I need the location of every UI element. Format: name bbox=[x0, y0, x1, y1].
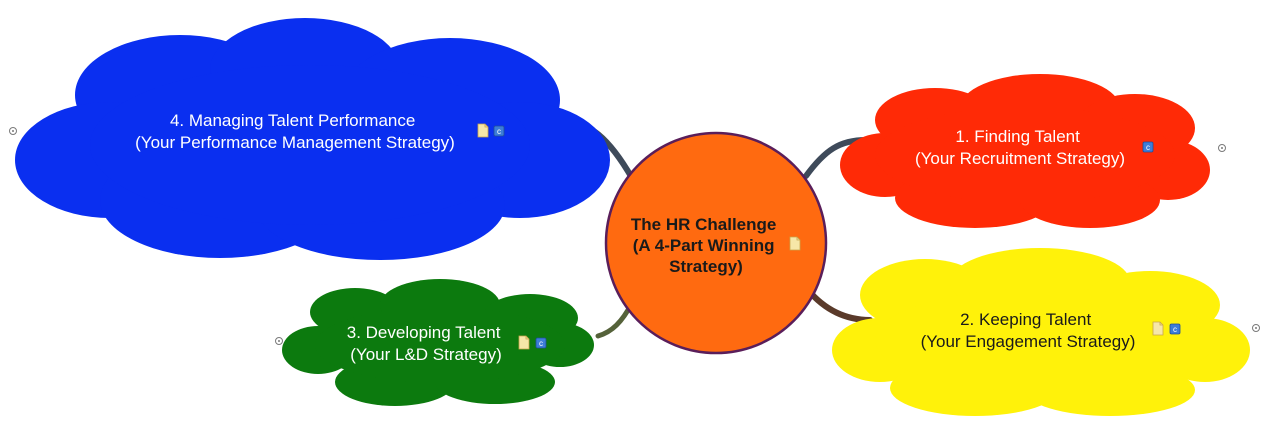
topic-managing-line-2: (Your Performance Management Strategy) bbox=[135, 133, 455, 152]
topic-finding-line-1: 1. Finding Talent bbox=[955, 127, 1080, 146]
topic-developing-text: 3. Developing Talent (Your L&D Strategy) bbox=[347, 323, 505, 364]
link-icon[interactable] bbox=[1169, 323, 1181, 335]
topic-finding-line-2: (Your Recruitment Strategy) bbox=[915, 149, 1125, 168]
topic-managing-talent[interactable]: 4. Managing Talent Performance (Your Per… bbox=[15, 18, 610, 260]
cloud-shape-developing bbox=[282, 279, 594, 406]
cloud-shape-finding bbox=[840, 74, 1210, 228]
cloud-shape-keeping bbox=[832, 248, 1250, 416]
central-topic-line-1: The HR Challenge bbox=[631, 215, 776, 234]
topic-developing-line-2: (Your L&D Strategy) bbox=[350, 345, 502, 364]
topic-keeping-line-1: 2. Keeping Talent bbox=[960, 310, 1091, 329]
collapse-marker-developing[interactable] bbox=[275, 337, 283, 345]
central-topic-circle bbox=[604, 131, 828, 355]
topic-finding-talent[interactable]: 1. Finding Talent (Your Recruitment Stra… bbox=[840, 74, 1210, 228]
topic-managing-text: 4. Managing Talent Performance (Your Per… bbox=[135, 111, 455, 152]
central-topic[interactable]: The HR Challenge (A 4-Part Winning Strat… bbox=[604, 131, 828, 355]
link-icon[interactable] bbox=[1142, 141, 1154, 153]
topic-developing-talent[interactable]: 3. Developing Talent (Your L&D Strategy) bbox=[282, 279, 594, 406]
collapse-marker-managing[interactable] bbox=[9, 127, 17, 135]
collapse-marker-keeping[interactable] bbox=[1252, 324, 1260, 332]
topic-keeping-line-2: (Your Engagement Strategy) bbox=[921, 332, 1136, 351]
topic-managing-line-1: 4. Managing Talent Performance bbox=[170, 111, 415, 130]
note-icon[interactable] bbox=[477, 123, 489, 138]
topic-keeping-text: 2. Keeping Talent (Your Engagement Strat… bbox=[921, 310, 1136, 351]
link-icon[interactable] bbox=[493, 125, 505, 137]
collapse-marker-finding[interactable] bbox=[1218, 144, 1226, 152]
central-topic-text: The HR Challenge (A 4-Part Winning Strat… bbox=[631, 215, 781, 276]
note-icon[interactable] bbox=[789, 236, 801, 251]
cloud-shape-managing bbox=[15, 18, 610, 260]
link-icon[interactable] bbox=[535, 337, 547, 349]
note-icon[interactable] bbox=[1152, 321, 1164, 336]
note-icon[interactable] bbox=[518, 335, 530, 350]
central-topic-line-3: Strategy) bbox=[669, 257, 743, 276]
topic-developing-line-1: 3. Developing Talent bbox=[347, 323, 501, 342]
central-topic-line-2: (A 4-Part Winning bbox=[633, 236, 775, 255]
topic-keeping-talent[interactable]: 2. Keeping Talent (Your Engagement Strat… bbox=[832, 248, 1250, 416]
topic-finding-text: 1. Finding Talent (Your Recruitment Stra… bbox=[915, 127, 1125, 168]
